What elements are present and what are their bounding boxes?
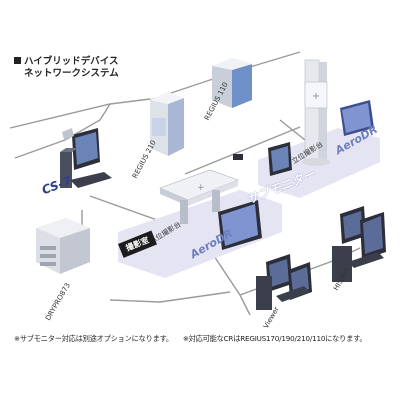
footnote-2: ※対応可能なCRはREGIUS170/190/210/110になります。 xyxy=(182,334,367,343)
title-line-2: ネットワークシステム xyxy=(24,68,119,79)
cs7-workstation xyxy=(60,128,112,188)
sub-monitor-upper xyxy=(233,142,292,176)
regius-210-device xyxy=(150,92,184,156)
aerodr-upper-panel xyxy=(340,100,374,136)
svg-text:+: + xyxy=(312,91,320,102)
regius-110-device xyxy=(212,58,252,108)
svg-text:+: + xyxy=(197,183,205,193)
his-ris-workstation xyxy=(332,206,386,282)
footnote-1: ※サブモニター対応は別途オプションになります。 xyxy=(14,334,173,343)
viewer-workstation xyxy=(256,254,312,310)
title-bullet-icon xyxy=(14,57,21,64)
aerodr-lower-monitor xyxy=(218,200,262,250)
supine-table-device: + xyxy=(159,169,239,224)
footnotes: ※サブモニター対応は別途オプションになります。 ※対応可能なCRはREGIUS17… xyxy=(14,334,394,344)
upright-stand-device: + xyxy=(302,59,330,166)
drypro-printer xyxy=(36,218,90,274)
title-line-1: ハイブリッドデバイス xyxy=(24,56,119,67)
diagram-title: ハイブリッドデバイス ネットワークシステム xyxy=(14,56,119,80)
